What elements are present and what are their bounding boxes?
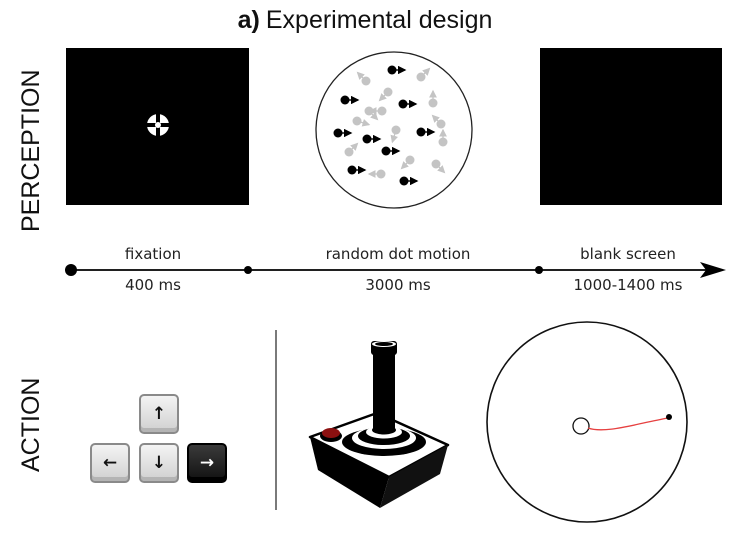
signal-dot [416, 127, 426, 137]
noise-dot [405, 155, 415, 165]
arrow-up-key: ↑ [139, 394, 179, 434]
phase-name-fixation: fixation [124, 245, 182, 263]
noise-dot [428, 98, 438, 108]
noise-dot [383, 87, 393, 97]
signal-dot [398, 99, 408, 109]
signal-dot [340, 95, 350, 105]
timeline-marker [244, 266, 252, 274]
noise-dot [377, 106, 387, 116]
figure-title: a)Experimental design [0, 6, 730, 35]
noise-dot [436, 119, 446, 129]
phase-duration-fixation: 400 ms [125, 276, 181, 294]
noise-dot [416, 72, 426, 82]
phase-duration-blank-screen: 1000-1400 ms [573, 276, 683, 294]
signal-dot [381, 146, 391, 156]
noise-dot [361, 76, 371, 86]
signal-dot [399, 176, 409, 186]
timeline [65, 262, 726, 278]
signal-dot [347, 165, 357, 175]
figure-title-prefix: a) [237, 6, 260, 34]
timeline-arrowhead [700, 262, 726, 278]
figure-title-text: Experimental design [265, 6, 493, 34]
arrow-down-key: ↓ [139, 443, 179, 483]
phase-name-dot-motion: random dot motion [325, 245, 471, 263]
arrow-right-key: → [187, 443, 227, 483]
signal-dot [333, 128, 343, 138]
timeline-start-marker [65, 264, 77, 276]
start-circle [572, 417, 590, 435]
cursor-endpoint [666, 414, 672, 420]
timeline-marker [535, 266, 543, 274]
noise-dot [438, 137, 448, 147]
phase-duration-dot-motion: 3000 ms [365, 276, 431, 294]
noise-dot [431, 159, 441, 169]
blank-screen [540, 48, 722, 205]
signal-dot [362, 134, 372, 144]
noise-dot [352, 116, 362, 126]
joystick-icon [308, 341, 450, 508]
signal-dot [387, 65, 397, 75]
cursor-trajectory [587, 417, 669, 431]
noise-dot [344, 147, 354, 157]
phase-name-blank-screen: blank screen [580, 245, 676, 263]
noise-dot [376, 169, 386, 179]
noise-dot [391, 125, 401, 135]
random-dots [333, 65, 448, 186]
arrow-left-key: ← [90, 443, 130, 483]
fixation-target [146, 113, 170, 137]
